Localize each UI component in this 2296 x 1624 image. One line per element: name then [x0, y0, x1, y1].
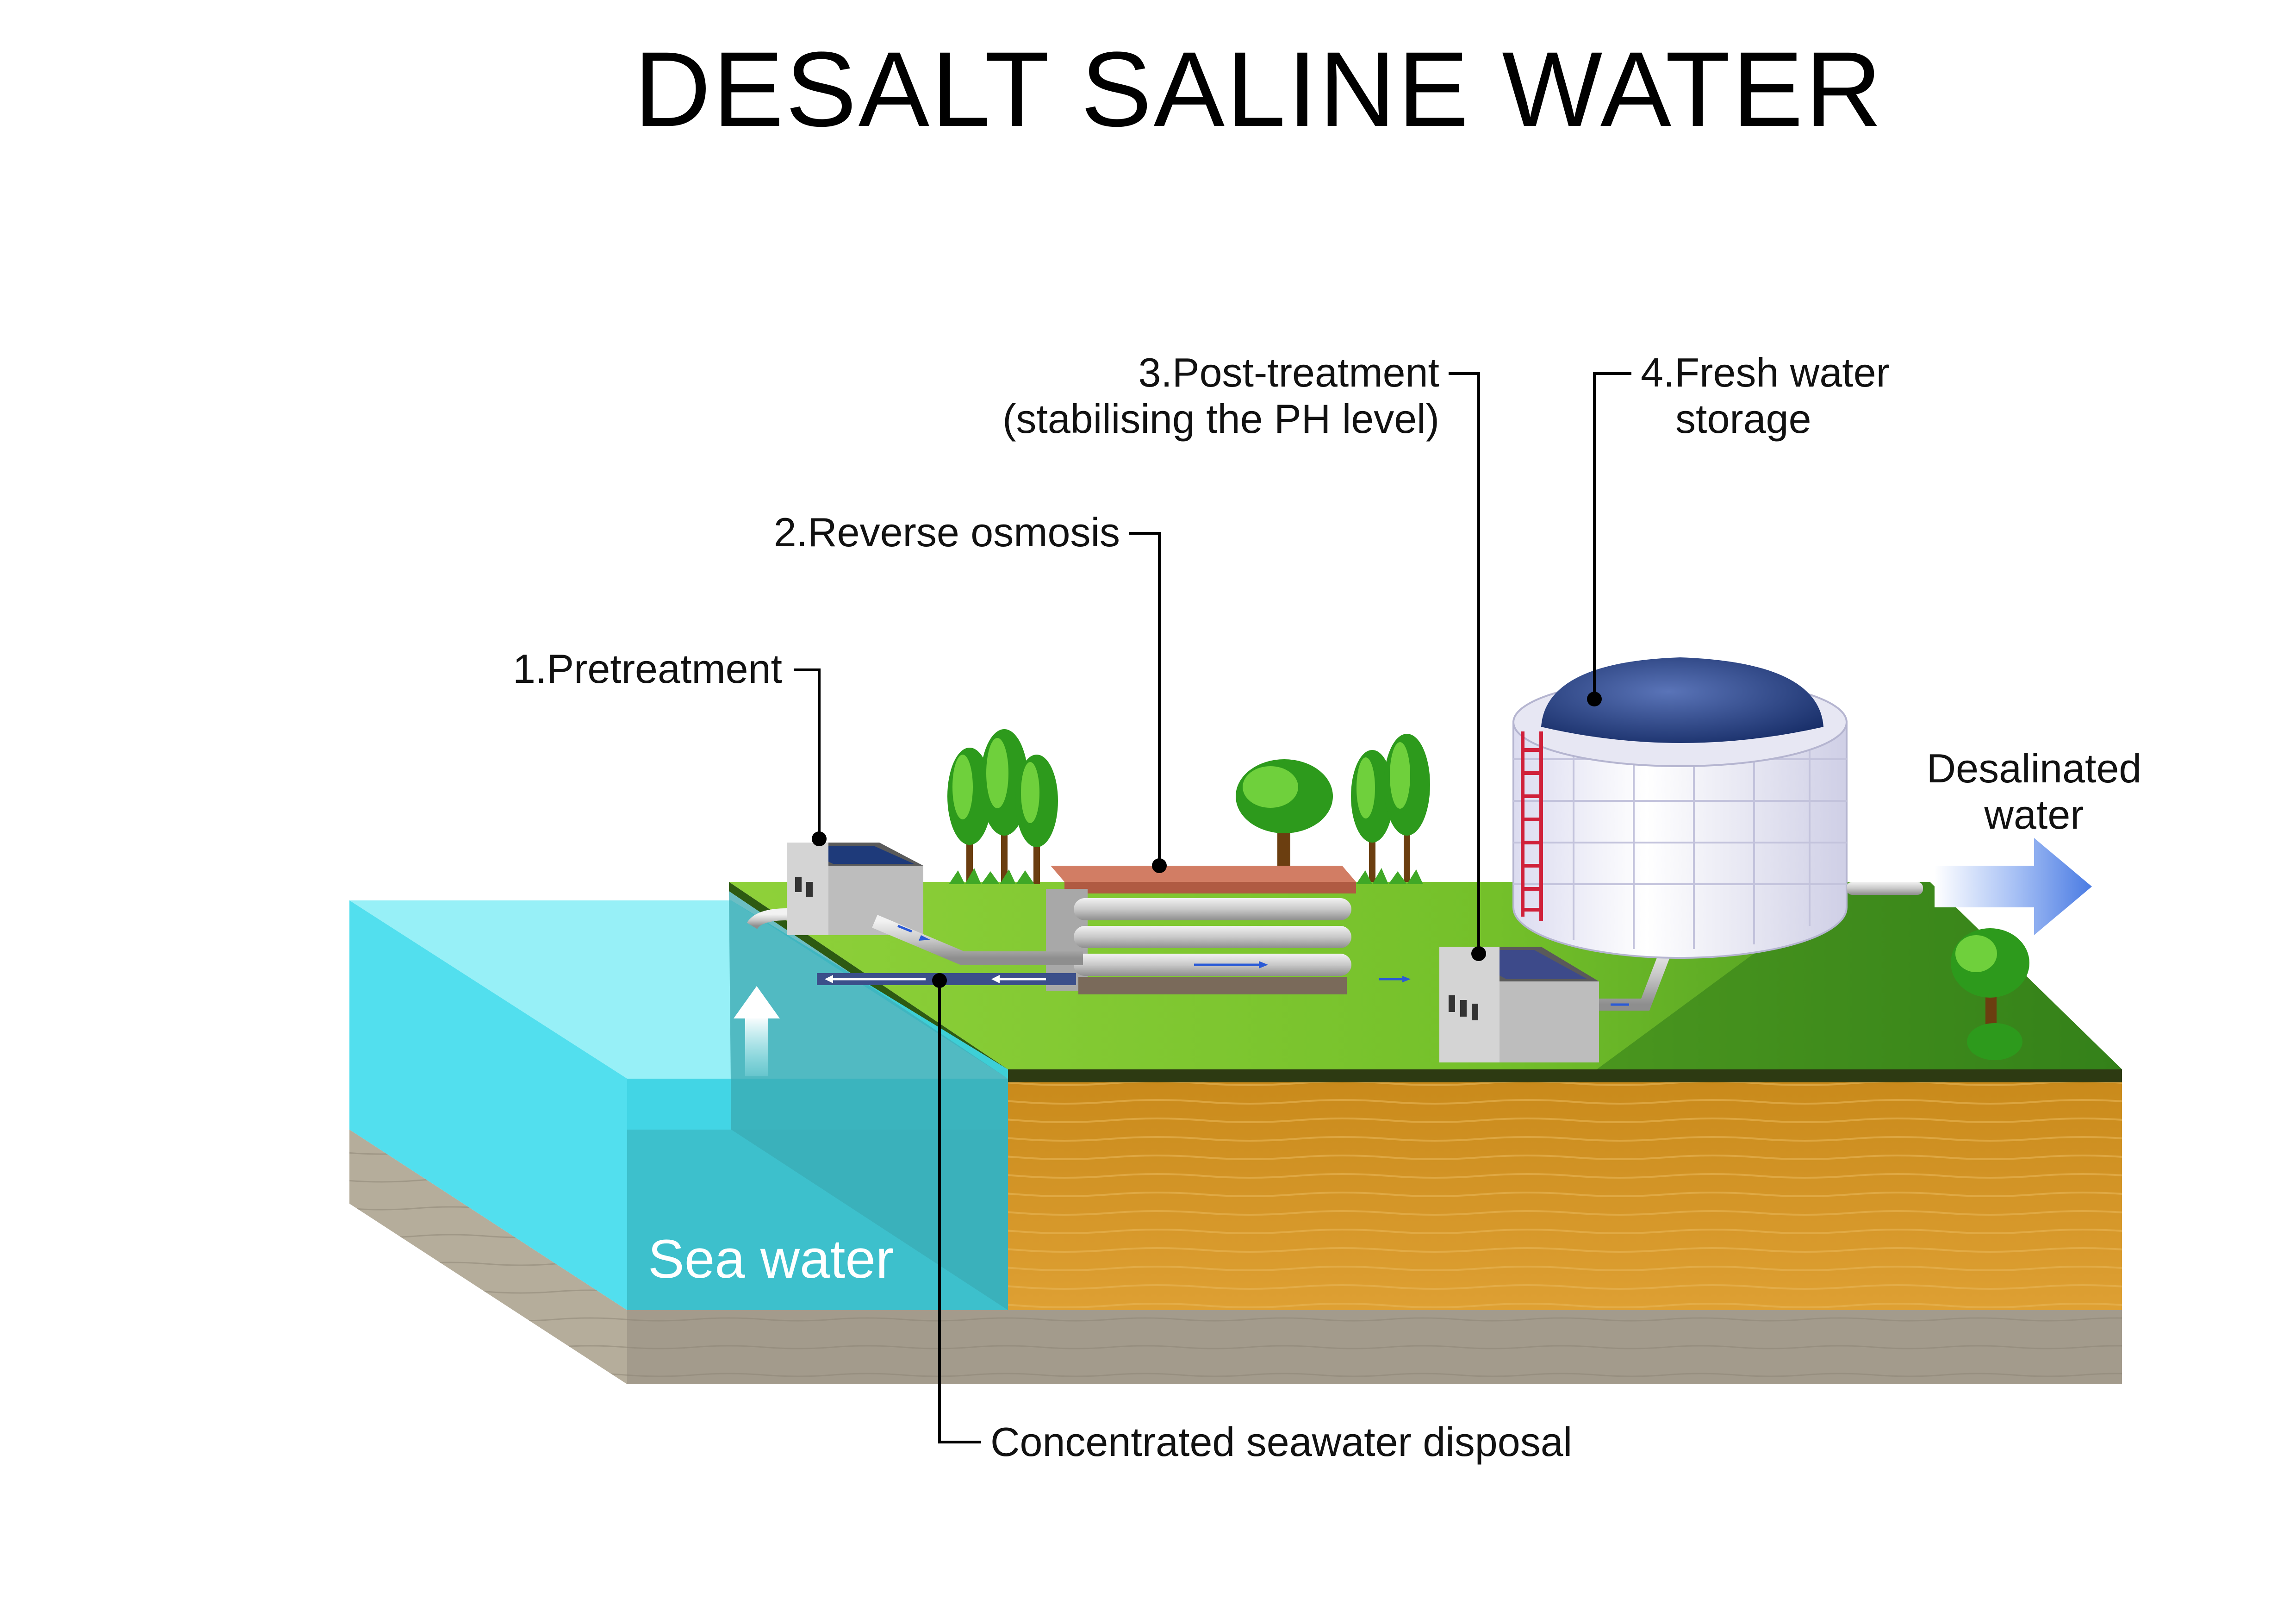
sea-water-label: Sea water: [648, 1229, 894, 1290]
intake-arrow-icon: [734, 986, 780, 1076]
tree-icon: [1015, 755, 1058, 884]
label-pretreatment: 1.Pretreatment: [513, 646, 782, 692]
label-post-treatment-detail: (stabilising the PH level): [1002, 396, 1439, 442]
tree-icon: [947, 748, 992, 884]
fresh-water-storage-tank: [1512, 657, 1848, 959]
tree-icon: [1951, 928, 2029, 1060]
label-fresh-water-storage: 4.Fresh water: [1641, 350, 1890, 395]
tree-icon: [1384, 734, 1430, 882]
outlet-pipe: [1847, 882, 1923, 895]
tree-icon: [980, 729, 1028, 884]
label-desalinated-water-2: water: [1984, 792, 2084, 837]
reverse-osmosis-unit: [1046, 866, 1356, 994]
tank-roof: [1541, 657, 1823, 743]
tree-icon: [1236, 759, 1333, 866]
page-title: DESALT SALINE WATER: [634, 30, 1884, 149]
sea-water: Sea water: [349, 891, 1008, 1310]
trees-group-middle: [1351, 734, 1430, 884]
desalinated-water-arrow-icon: [1935, 838, 2092, 935]
ladder-icon: [1521, 731, 1543, 921]
label-concentrated-seawater-disposal: Concentrated seawater disposal: [990, 1419, 1572, 1465]
pretreatment-building: [787, 843, 923, 935]
tree-icon: [1351, 750, 1394, 882]
label-desalinated-water: Desalinated: [1927, 745, 2142, 791]
label-fresh-water-storage-2: storage: [1675, 396, 1811, 442]
label-reverse-osmosis: 2.Reverse osmosis: [774, 509, 1120, 555]
trees-group-left: [947, 729, 1058, 884]
label-post-treatment: 3.Post-treatment: [1138, 350, 1439, 395]
